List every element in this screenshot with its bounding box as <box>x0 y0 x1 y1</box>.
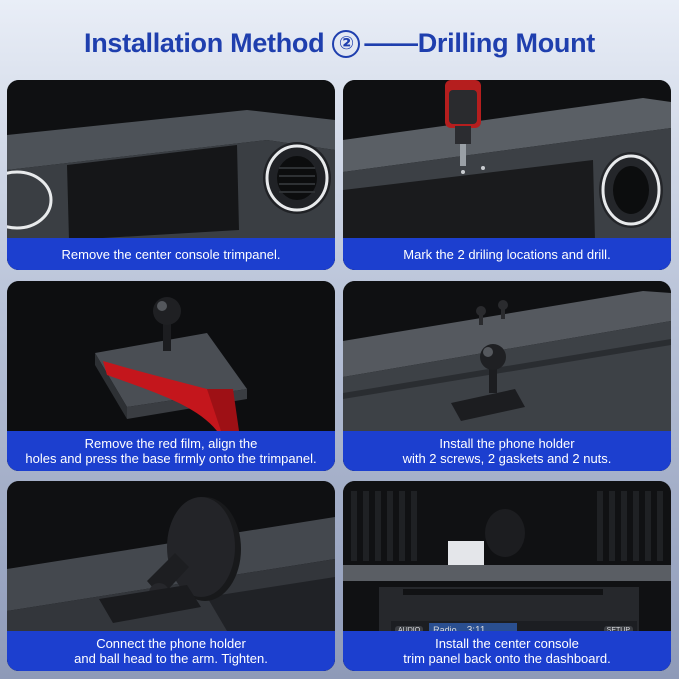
screw-icon <box>476 306 486 325</box>
step-caption-5: Connect the phone holder and ball head t… <box>7 631 335 671</box>
setup-button[interactable]: SETUP <box>603 625 633 635</box>
title-start: Installation Method <box>84 28 325 58</box>
step-panel-4: Install the phone holder with 2 screws, … <box>343 281 671 471</box>
audio-button[interactable]: AUDIO <box>395 625 424 635</box>
step-caption-6: Install the center console trim panel ba… <box>343 631 671 671</box>
drill-icon <box>445 80 481 166</box>
screw-icon <box>498 300 508 319</box>
caption-line: Remove the red film, align the <box>84 436 258 451</box>
caption-line: Connect the phone holder <box>96 636 246 651</box>
title-end: ——Drilling Mount <box>364 28 595 58</box>
caption-line: trim panel back onto the dashboard. <box>403 651 611 666</box>
step-caption-3: Remove the red film, align the holes and… <box>7 431 335 471</box>
caption-line: Install the center console <box>435 636 579 651</box>
step-caption-2: Mark the 2 driling locations and drill. <box>343 238 671 270</box>
step-panel-5: Connect the phone holder and ball head t… <box>7 481 335 671</box>
caption-line: Mark the 2 driling locations and drill. <box>403 246 611 262</box>
caption-line: with 2 screws, 2 gaskets and 2 nuts. <box>402 451 612 466</box>
step-panel-3: Remove the red film, align the holes and… <box>7 281 335 471</box>
step-caption-4: Install the phone holder with 2 screws, … <box>343 431 671 471</box>
step-caption-1: Remove the center console trimpanel. <box>7 238 335 270</box>
step-panel-6: AUDIO Radio 3:11 SETUP Install the cente… <box>343 481 671 671</box>
caption-line: holes and press the base firmly onto the… <box>25 451 317 466</box>
caption-line: Install the phone holder <box>439 436 575 451</box>
step-number-badge: ② <box>332 30 361 58</box>
step-panel-1: Remove the center console trimpanel. <box>7 80 335 270</box>
caption-line: Remove the center console trimpanel. <box>61 246 281 262</box>
drilling-illustration <box>343 80 671 270</box>
caption-line: and ball head to the arm. Tighten. <box>74 651 268 666</box>
radio-clock: 3:11 <box>466 624 486 636</box>
step-panel-2: Mark the 2 driling locations and drill. <box>343 80 671 270</box>
